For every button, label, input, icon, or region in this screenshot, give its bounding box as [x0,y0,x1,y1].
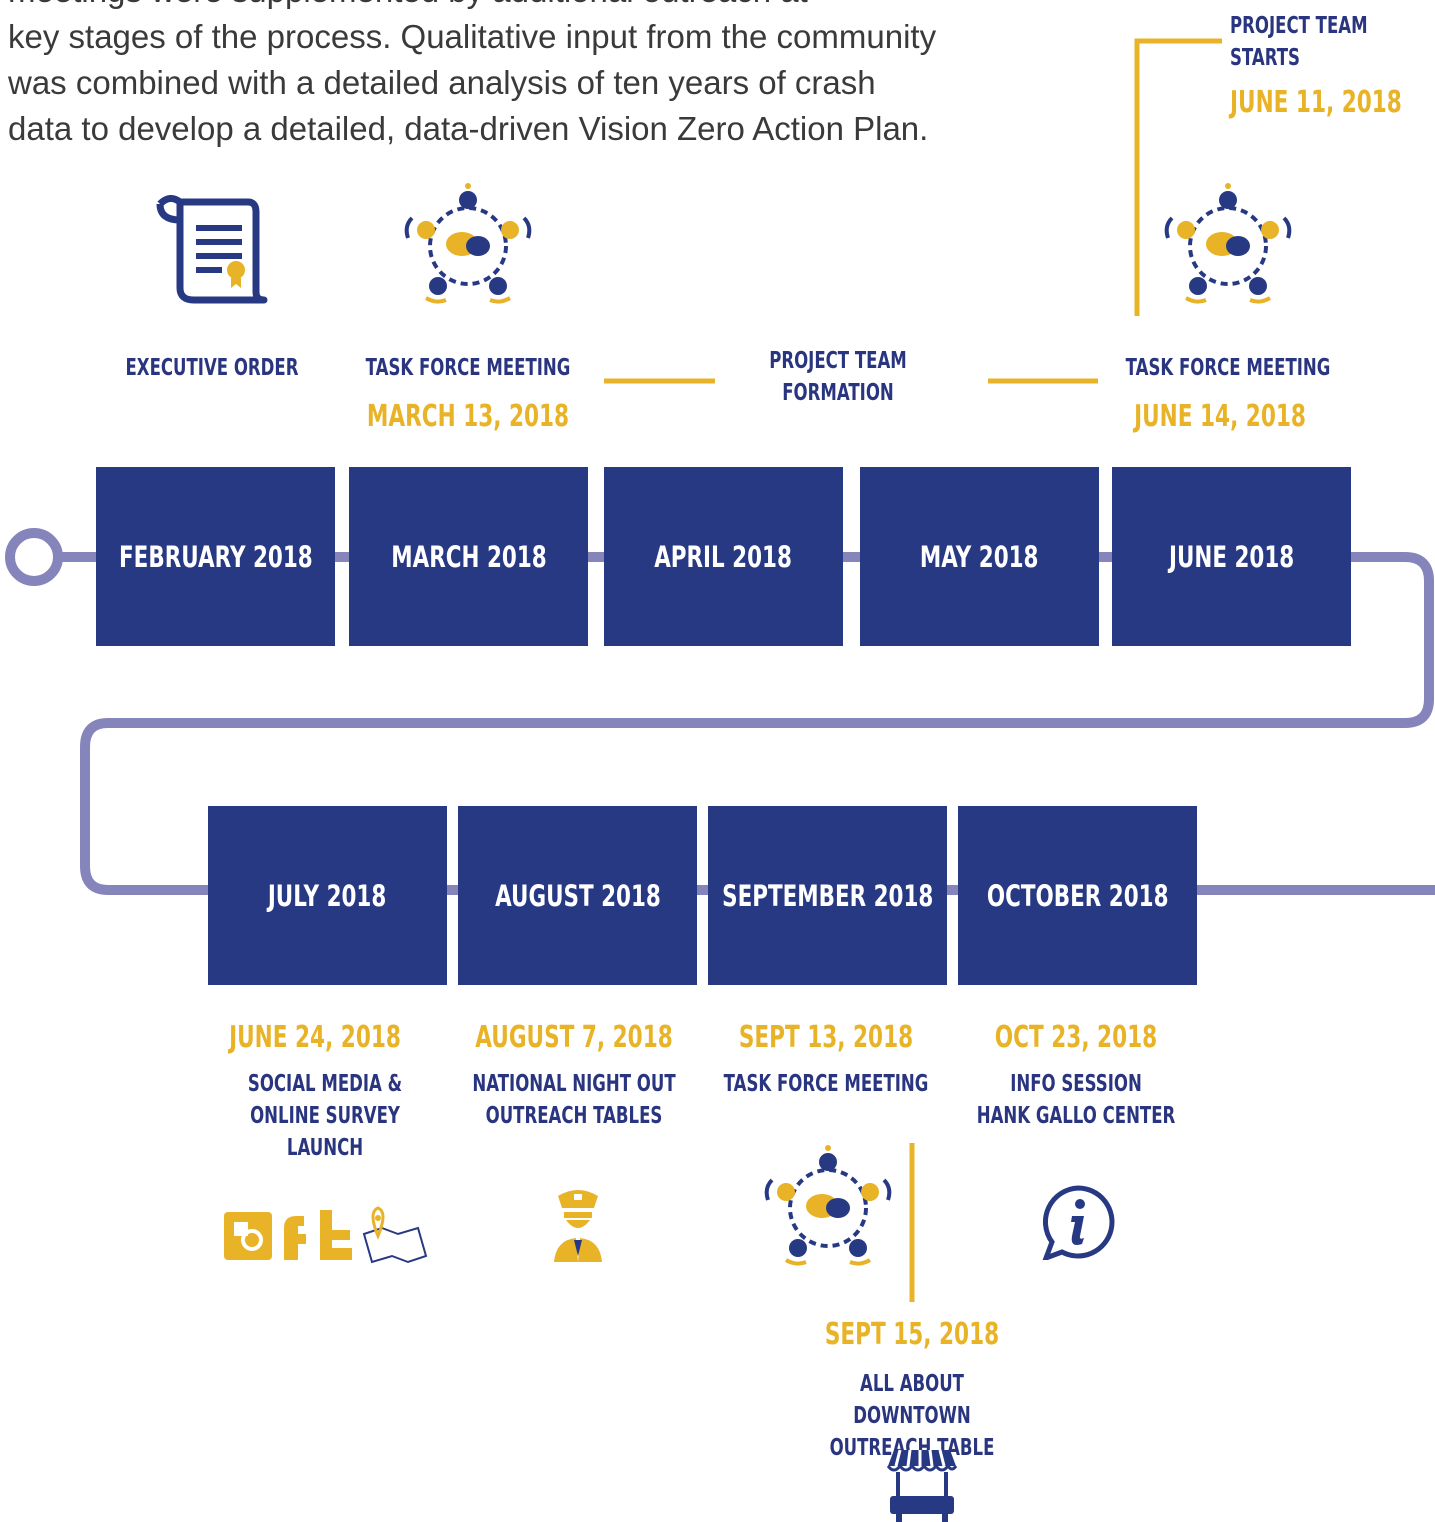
event-info-session-date: OCT 23, 2018 [994,1020,1158,1055]
event-national-night-date: AUGUST 7, 2018 [475,1020,673,1055]
month-label: MAY 2018 [920,539,1039,574]
month-label: MARCH 2018 [390,539,547,574]
event-task-force-june-date: JUNE 14, 2018 [1134,399,1306,434]
timeline-start-circle [5,528,63,586]
month-label: APRIL 2018 [654,539,793,574]
event-info-session-title: INFO SESSION HANK GALLO CENTER [976,1071,1176,1129]
month-box-february: FEBRUARY 2018 [96,467,335,646]
market-stall-icon [886,1449,958,1522]
event-executive-order: EXECUTIVE ORDER [125,355,299,381]
event-task-force-sept-title: TASK FORCE MEETING [723,1071,929,1097]
event-project-team-starts-date: JUNE 11, 2018 [1230,85,1402,120]
event-all-about-downtown-date: SEPT 15, 2018 [824,1317,1000,1352]
month-box-august: AUGUST 2018 [458,806,697,985]
scroll-document-icon [156,195,268,304]
event-project-team-formation: PROJECT TEAM FORMATION [769,348,907,406]
month-label: SEPTEMBER 2018 [721,878,934,913]
month-label: OCTOBER 2018 [986,878,1169,913]
event-task-force-sept-date: SEPT 13, 2018 [738,1020,914,1055]
month-label: JUNE 2018 [1168,539,1295,574]
info-bubble-icon [1042,1185,1115,1260]
event-task-force-march-date: MARCH 13, 2018 [366,399,570,434]
police-officer-icon [554,1190,602,1262]
event-national-night-title: NATIONAL NIGHT OUT OUTREACH TABLES [472,1071,676,1129]
month-box-june: JUNE 2018 [1112,467,1351,646]
month-label: FEBRUARY 2018 [118,539,313,574]
month-box-april: APRIL 2018 [604,467,843,646]
social-media-icons [224,1206,428,1264]
meeting-table-icon [404,183,532,304]
event-social-media-title: SOCIAL MEDIA & ONLINE SURVEY LAUNCH [247,1071,403,1161]
meeting-table-icon [1164,183,1292,304]
month-label: AUGUST 2018 [494,878,661,913]
event-task-force-june-title: TASK FORCE MEETING [1125,355,1331,381]
month-box-september: SEPTEMBER 2018 [708,806,947,985]
intro-paragraph: meetings were supplemented by additional… [8,0,937,147]
meeting-table-icon [764,1145,892,1266]
month-box-may: MAY 2018 [860,467,1099,646]
event-social-media-date: JUNE 24, 2018 [229,1020,401,1055]
month-box-march: MARCH 2018 [349,467,588,646]
event-task-force-march-title: TASK FORCE MEETING [365,355,571,381]
timeline-path [58,552,1435,895]
month-box-october: OCTOBER 2018 [958,806,1197,985]
event-project-team-starts-title: PROJECT TEAM STARTS [1230,13,1368,71]
event-all-about-downtown-title: ALL ABOUT DOWNTOWN OUTREACH TABLE [829,1371,995,1461]
month-box-july: JULY 2018 [208,806,447,985]
month-label: JULY 2018 [268,878,387,913]
connector-line [1134,38,1222,316]
